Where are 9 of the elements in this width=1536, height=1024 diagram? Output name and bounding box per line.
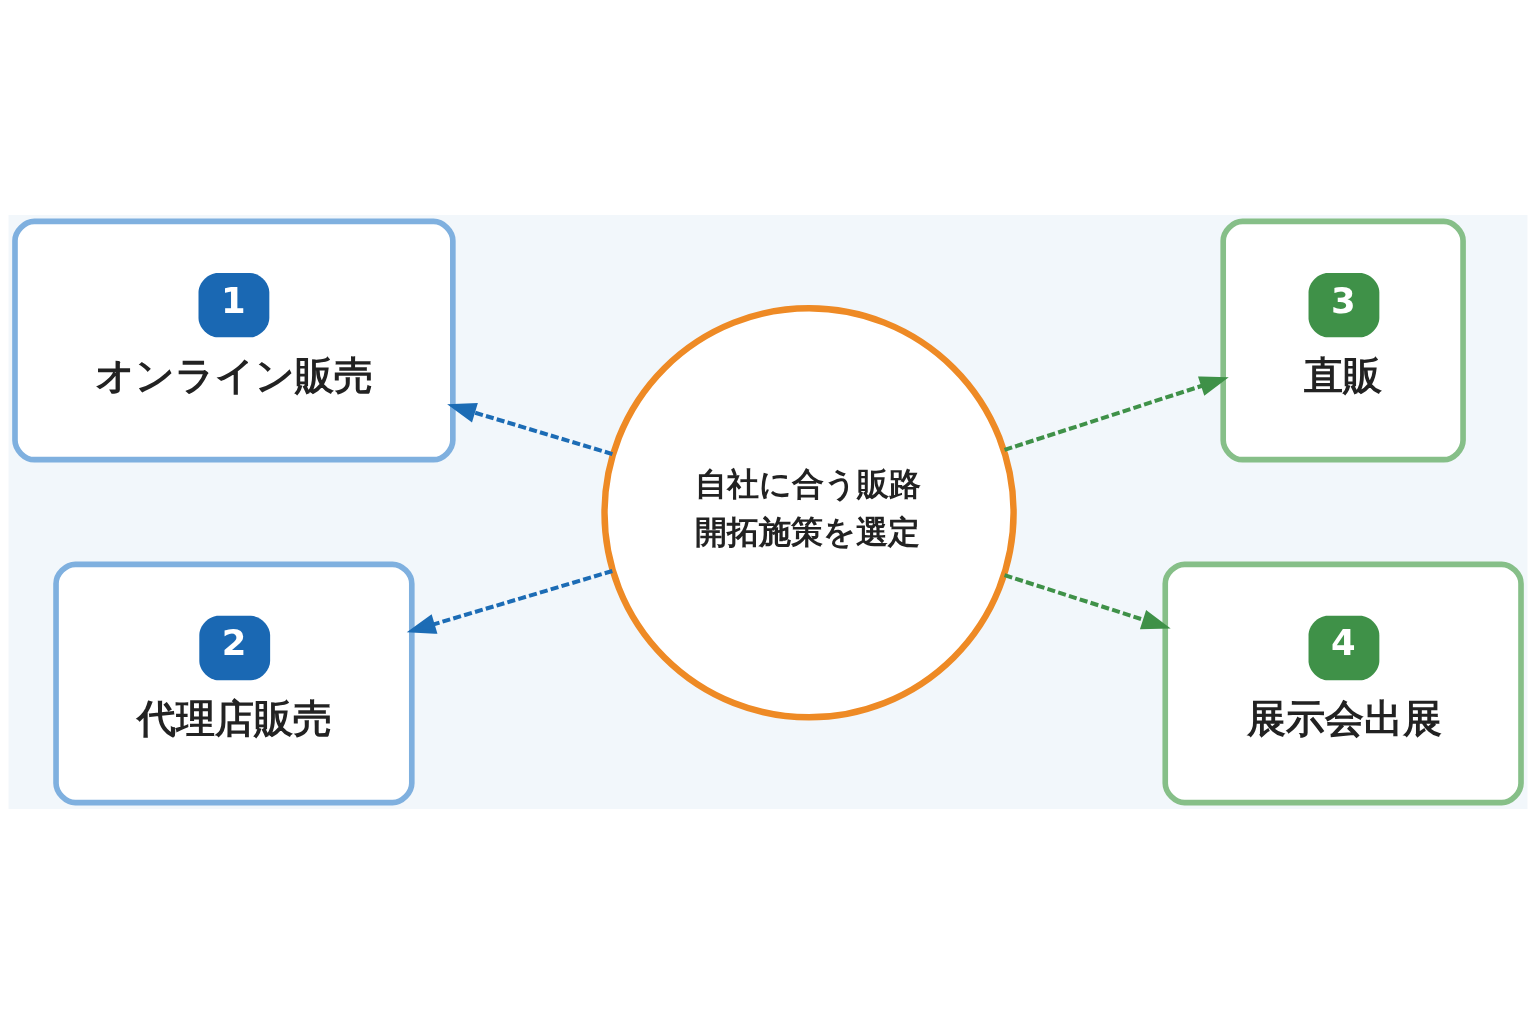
node-circle: 自社に合う販路開拓施策を選定	[601, 305, 1017, 721]
arrow	[1003, 376, 1229, 452]
arrow	[406, 569, 613, 634]
arrow	[447, 402, 613, 456]
node-box: 3 直販	[1220, 218, 1466, 463]
arrow	[1003, 573, 1171, 630]
node-box: 1 オンライン販売	[12, 218, 456, 463]
node-box: 2 代理店販売	[53, 561, 415, 806]
node-box: 4 展示会出展	[1162, 561, 1524, 806]
